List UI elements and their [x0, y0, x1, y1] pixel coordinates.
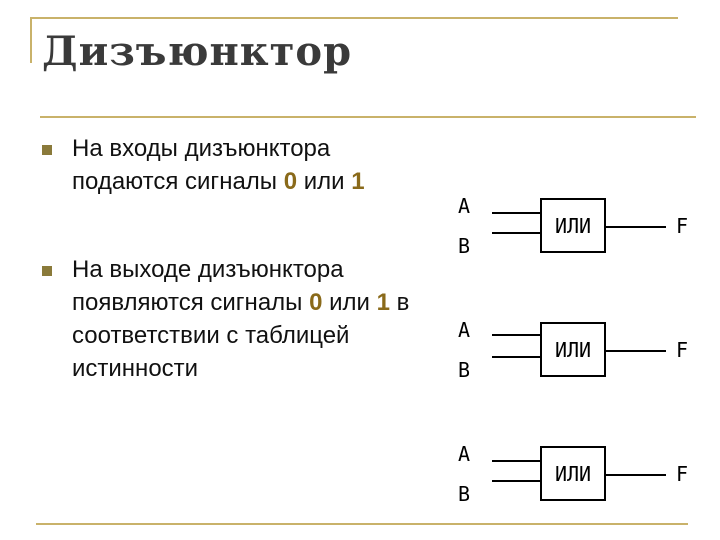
input-a-label: A	[458, 318, 471, 342]
output-f-label: F	[676, 214, 689, 238]
text-run: На входы дизъюнктора подаются сигналы	[72, 135, 331, 195]
wire-b	[492, 232, 540, 234]
input-a-label: A	[458, 442, 471, 466]
bullet-text-inputs: На входы дизъюнктора подаются сигналы 0 …	[72, 132, 442, 198]
input-b-label: B	[458, 234, 471, 258]
wire-b	[492, 356, 540, 358]
output-f-label: F	[676, 462, 689, 486]
value-zero: 0	[283, 168, 298, 195]
gate-label: ИЛИ	[554, 214, 592, 238]
value-zero: 0	[309, 289, 323, 316]
input-b-label: B	[458, 358, 471, 382]
top-rule	[30, 17, 678, 19]
wire-b	[492, 480, 540, 482]
slide-title: Дизъюнктор	[42, 28, 353, 75]
input-b-label: B	[458, 482, 471, 506]
text-run: или	[297, 168, 352, 195]
gate-label: ИЛИ	[554, 462, 592, 486]
wire-a	[492, 460, 540, 462]
value-one: 1	[376, 289, 390, 316]
wire-f	[606, 226, 666, 228]
wire-a	[492, 334, 540, 336]
logic-gate-diagram: A B ИЛИ F A B ИЛИ F A B ИЛИ F	[450, 190, 700, 510]
wire-f	[606, 474, 666, 476]
wire-f	[606, 350, 666, 352]
input-a-label: A	[458, 194, 471, 218]
value-one: 1	[351, 168, 365, 195]
text-run: в соответствии с таблицей истинности	[72, 289, 410, 382]
or-gate: ИЛИ	[540, 198, 606, 253]
bottom-rule	[36, 523, 688, 525]
text-run: или	[322, 289, 377, 316]
left-rule	[30, 17, 32, 63]
or-gate: ИЛИ	[540, 322, 606, 377]
or-gate: ИЛИ	[540, 446, 606, 501]
gate-label: ИЛИ	[554, 338, 592, 362]
bullet-text-output: На выходе дизъюнктора появляются сигналы…	[72, 253, 442, 385]
bullet-marker	[42, 145, 52, 155]
text-run: На выходе дизъюнктора появляются сигналы	[72, 256, 344, 316]
wire-a	[492, 212, 540, 214]
title-underline	[40, 116, 696, 118]
bullet-marker	[42, 266, 52, 276]
output-f-label: F	[676, 338, 689, 362]
